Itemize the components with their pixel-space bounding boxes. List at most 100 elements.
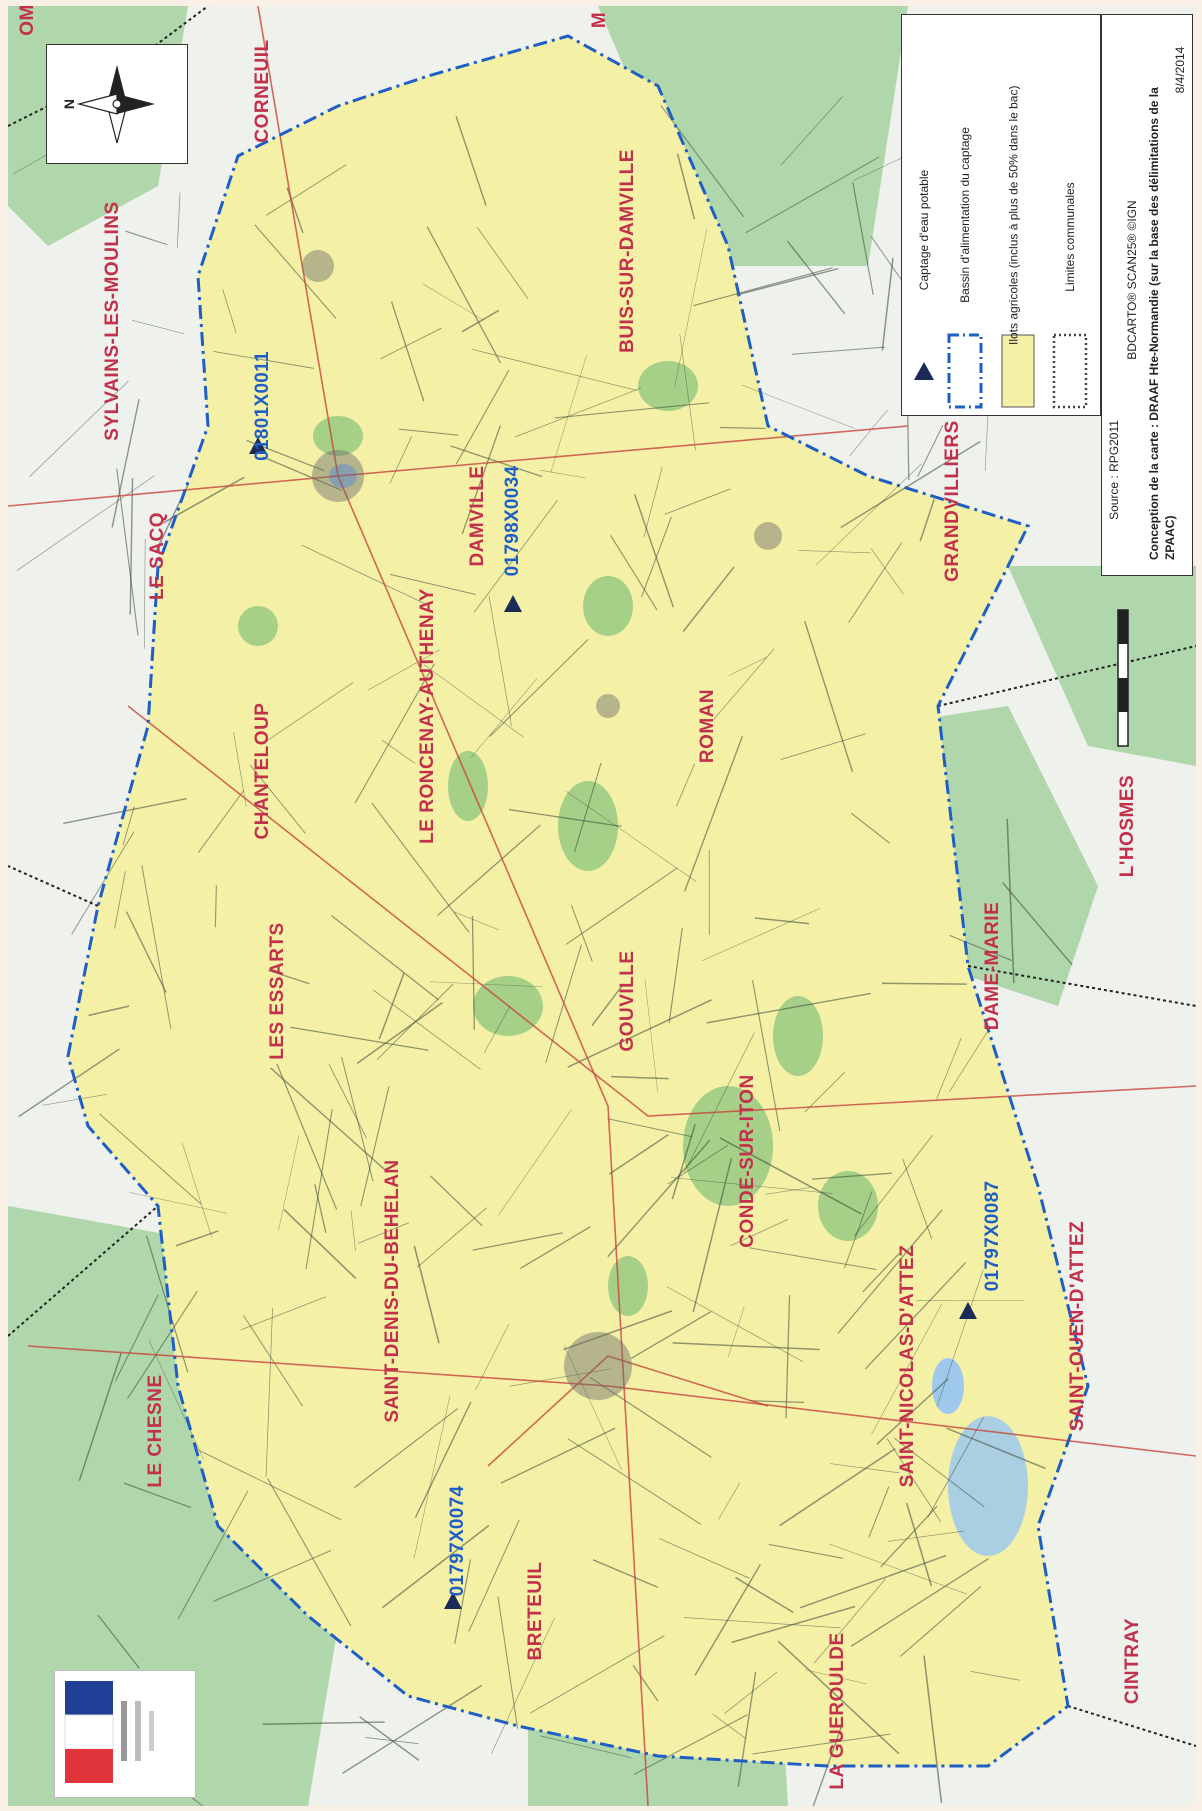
parcel-line (301, 544, 428, 606)
captage-code-label: 01797X0074 (447, 1485, 468, 1597)
commune-label: LA GUEROULDE (827, 1632, 848, 1790)
forest-patch (313, 416, 363, 456)
parcel-line (850, 1558, 989, 1647)
parcel-line (498, 1109, 572, 1216)
parcel-line (563, 1345, 623, 1471)
parcel-line (413, 1395, 451, 1560)
parcel-line (1006, 818, 1015, 984)
parcel-line (99, 1113, 202, 1205)
parcel-line (666, 1286, 804, 1363)
parcel-line (197, 790, 245, 853)
triangle-icon (914, 362, 934, 380)
captage-code-label: 01798X0034 (502, 465, 523, 577)
parcel-line (265, 1308, 273, 1478)
parcel-line (864, 1262, 967, 1370)
parcel-line (213, 1550, 332, 1602)
forest-patch (683, 1086, 773, 1206)
parcel-line (177, 1490, 249, 1620)
forest-area (1008, 566, 1196, 766)
parcel-line (813, 1578, 886, 1664)
parcel-line (509, 1368, 611, 1387)
parcel-line (949, 1028, 990, 1092)
parcel-line (359, 1716, 420, 1761)
commune-label: CORNEUIL (252, 39, 273, 143)
parcel-line (455, 116, 487, 206)
legend-item-captage: Captage d'eau potable (917, 169, 931, 291)
parcel-line (125, 230, 168, 246)
commune-label: SAINT-NICOLAS-D'ATTEZ (897, 1244, 918, 1488)
parcel-line (712, 648, 775, 722)
commune-label: GRANDVILLIERS (942, 420, 963, 582)
parcel-line (328, 1064, 367, 1139)
commune-label: SAINT-DENIS-DU-BEHELAN (382, 1159, 403, 1423)
parcel-line (876, 1378, 949, 1445)
parcel-line (450, 445, 543, 478)
map-sheet: N Captage d'eau potable Bassin d'aliment… (8, 6, 1196, 1806)
parcel-line (919, 498, 935, 542)
parcel-line (970, 1671, 1021, 1681)
parcel-line (791, 346, 886, 355)
parcel-line (668, 927, 683, 1024)
parcel-line (314, 1184, 327, 1234)
parcel-line (633, 494, 675, 608)
parcel-line (893, 1437, 985, 1508)
edge-commune-label: M (589, 11, 610, 29)
parcel-line (671, 1124, 696, 1200)
parcel-line (630, 1311, 712, 1359)
parcel-line (214, 885, 217, 928)
commune-label: LE CHESNE (145, 1374, 166, 1488)
parcel-line (540, 1735, 632, 1759)
north-label: N (61, 98, 77, 110)
captage-triangle-icon (959, 1302, 977, 1319)
parcel-line (844, 1191, 873, 1269)
parcel-line (254, 224, 337, 319)
parcel-line (390, 301, 425, 402)
legend-item-ilots: Ilots agricoles (inclus à plus de 50% da… (1006, 85, 1021, 345)
parcel-line (18, 1048, 120, 1118)
parcel-line (745, 156, 880, 234)
legend-panel: Captage d'eau potable Bassin d'alimentat… (901, 14, 1101, 416)
parcel-line (341, 1056, 374, 1182)
parcel-line (610, 535, 658, 611)
commune-label: LE SACQ (147, 512, 168, 600)
parcel-line (148, 1340, 204, 1460)
parcel-line (608, 1134, 669, 1175)
parcel-line (267, 1478, 352, 1627)
parcel-line (927, 1417, 984, 1518)
parcel-line (949, 934, 1013, 962)
parcel-line (815, 463, 922, 566)
parcel-line (550, 355, 587, 473)
parcel-line (706, 992, 871, 1024)
parcel-line (475, 1323, 510, 1391)
commune-label: CINTRAY (1122, 1617, 1143, 1705)
parcel-line (786, 240, 846, 315)
parcel-line (468, 1519, 520, 1632)
parcel-line (222, 289, 237, 334)
parcel-line (143, 538, 146, 649)
parcel-line (262, 456, 342, 491)
commune-label: BUIS-SUR-DAMVILLE (617, 149, 638, 353)
parcel-line (643, 466, 663, 538)
town-area (596, 694, 620, 718)
commune-limit (967, 965, 1196, 1007)
parcel-line (290, 1026, 429, 1051)
commune-limit (937, 645, 1196, 707)
parcel-line (674, 229, 708, 387)
parcel-line (946, 1427, 1046, 1470)
parcel-line (429, 1175, 483, 1227)
forest-patch (238, 606, 278, 646)
parcel-line (659, 1538, 750, 1579)
parcel-line (283, 1209, 357, 1279)
parcel-line (854, 1134, 933, 1237)
parcel-line (470, 677, 538, 758)
dotted-box-icon (1052, 333, 1088, 409)
parcel-line (905, 1502, 933, 1587)
parcel-line (176, 192, 181, 249)
parcel-line (862, 1253, 900, 1293)
legend-item-bassin: Bassin d'alimentation du captage (958, 127, 972, 303)
town-area (302, 250, 334, 282)
parcel-line (728, 1306, 745, 1358)
parcel-line (684, 736, 743, 892)
parcel-line (829, 1543, 967, 1595)
parcel-line (264, 682, 354, 743)
